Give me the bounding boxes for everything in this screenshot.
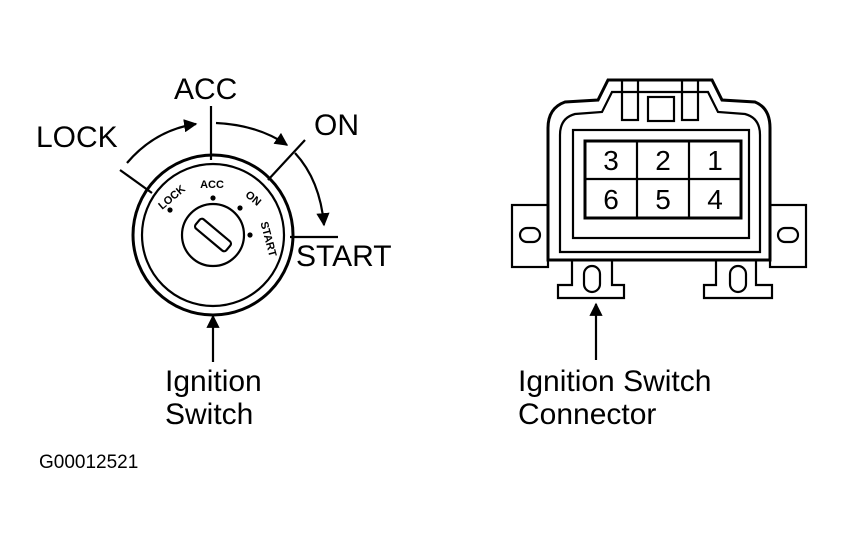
left-foot [556, 260, 626, 300]
ignition-switch: LOCK ACC ON START LOCK ACC ON START Igni… [36, 73, 392, 431]
latch-left [620, 78, 640, 122]
key-slot-icon [180, 202, 246, 268]
dial-label-start: START [257, 220, 278, 258]
switch-caption-line1: Ignition [165, 365, 262, 398]
right-foot [702, 260, 774, 300]
figure-code: G00012521 [39, 452, 138, 473]
pin-4: 4 [707, 184, 723, 215]
lock-dot [167, 207, 173, 213]
start-dot [247, 232, 253, 238]
switch-caption-line2: Switch [165, 398, 253, 431]
switch-inner-ring [140, 162, 286, 308]
lock-to-acc-arrow [126, 119, 198, 164]
latch-window [646, 95, 676, 123]
acc-to-on-arrow [215, 121, 289, 146]
lock-leader [119, 169, 153, 194]
position-acc-label: ACC [174, 73, 237, 106]
position-on-label: ON [314, 109, 359, 142]
connector-inner-outline [558, 90, 762, 254]
on-dot [237, 205, 243, 211]
position-lock-label: LOCK [36, 121, 118, 154]
connector-caption-line1: Ignition Switch [518, 365, 711, 398]
ignition-switch-connector: 3 2 1 6 5 4 Ignition Switch Connector [510, 78, 808, 431]
pin-2: 2 [655, 145, 671, 176]
connector-caption-line2: Connector [518, 398, 656, 431]
right-mount-tab [768, 203, 808, 269]
pin-1: 1 [707, 145, 723, 176]
pin-5: 5 [655, 184, 671, 215]
on-to-start-arrow [294, 152, 330, 227]
pin-3: 3 [603, 145, 619, 176]
pin-cavity-frame [571, 128, 751, 240]
left-mount-tab [510, 203, 550, 269]
acc-dot [210, 195, 216, 201]
on-leader [267, 139, 306, 181]
latch-right [680, 78, 700, 122]
dial-label-acc: ACC [200, 179, 224, 191]
dial-label-on: ON [243, 189, 263, 209]
connector-body [546, 78, 772, 262]
position-start-label: START [296, 240, 392, 273]
pin-6: 6 [603, 184, 619, 215]
